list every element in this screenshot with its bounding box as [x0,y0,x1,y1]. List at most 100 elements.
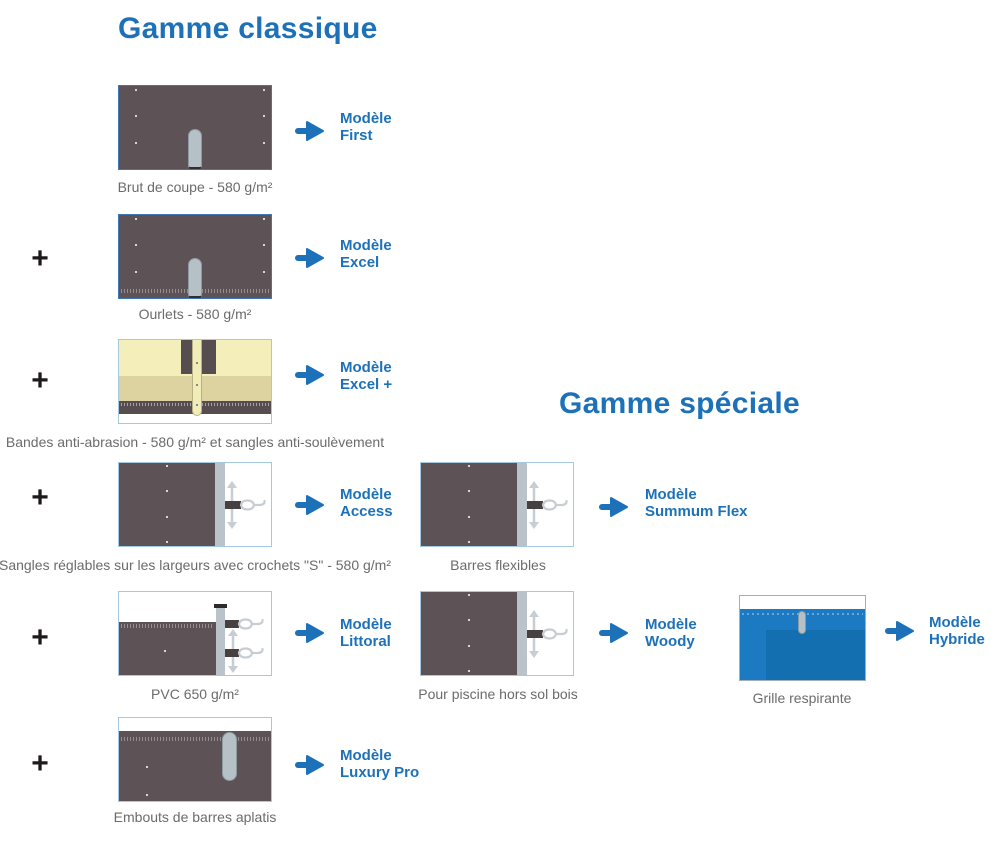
strap-rivet [196,384,198,386]
model-label-line1: Modèle [340,486,392,503]
illustration-sangles-crochets [118,462,272,547]
arrow-right-icon [295,623,324,643]
model-label-line1: Modèle [340,359,392,376]
model-label-line1: Modèle [645,616,697,633]
strap-rivet [196,362,198,364]
model-label-line2: First [340,127,373,144]
fabric-dot [468,619,470,621]
fabric-dot [166,516,168,518]
fabric [119,731,271,801]
fabric [119,463,215,546]
fabric-dot [166,541,168,543]
model-label-line2: Excel [340,254,380,271]
model-label: Modèle Excel + [340,359,392,393]
model-label-line2: Luxury Pro [340,764,420,781]
fabric-dot [135,115,137,117]
s-hook-icon [237,647,264,659]
fabric-dot [468,516,470,518]
caption: Pour piscine hors sol bois [418,686,578,702]
fabric-dot [468,594,470,596]
caption: PVC 650 g/m² [151,686,239,702]
fabric-dot [146,794,148,796]
caption: Brut de coupe - 580 g/m² [117,179,273,195]
fabric-dot [263,218,265,220]
arrow-right-icon [295,248,324,268]
model-label-line2: Hybride [929,631,985,648]
classic-range-title: Gamme classique [118,12,378,45]
strap [225,649,239,657]
fabric [421,592,517,675]
illustration-brut-de-coupe [118,85,272,170]
caption: Grille respirante [752,690,852,706]
fabric-dot [263,115,265,117]
fabric-dot [263,142,265,144]
strap [527,501,543,509]
strap [527,630,543,638]
fabric-dot [146,766,148,768]
model-label: Modèle First [340,110,392,144]
model-label-line1: Modèle [340,110,392,127]
breathable-grid-panel [766,630,865,680]
fabric-dot [166,490,168,492]
plus-sign: + [31,621,49,654]
illustration-grille-respirante [739,595,866,681]
illustration-hors-sol-bois [420,591,574,676]
model-label-line1: Modèle [340,616,392,633]
model-label-line2: Access [340,503,393,520]
fabric-dot [468,541,470,543]
caption: Ourlets - 580 g/m² [138,306,252,322]
illustration-pvc [118,591,272,676]
anti-lift-bar [202,340,216,374]
arrow-right-icon [599,497,628,517]
model-label: Modèle Summum Flex [645,486,748,520]
plus-sign: + [31,242,49,275]
fabric-dot [135,244,137,246]
model-label-line1: Modèle [645,486,697,503]
caption: Bandes anti-abrasion - 580 g/m² et sangl… [5,434,385,450]
rail-bar [215,463,225,546]
strap-tab [188,258,202,298]
model-label: Modèle Luxury Pro [340,747,419,781]
s-hook-icon [541,499,568,511]
fabric-dot [135,89,137,91]
caption: Sangles réglables sur les largeurs avec … [0,557,391,573]
fabric-dot [468,670,470,672]
fabric-dot [135,142,137,144]
fabric [119,622,216,675]
flat-bar-end [222,732,237,781]
caption: Embouts de barres aplatis [113,809,277,825]
model-label-line1: Modèle [929,614,981,631]
model-label: Modèle Excel [340,237,392,271]
fabric-dot [135,218,137,220]
illustration-bandes-anti-abrasion [118,339,272,424]
model-label-line2: Summum Flex [645,503,748,520]
model-label: Modèle Access [340,486,393,520]
arrow-right-icon [295,121,324,141]
rail-bar [216,608,225,675]
model-label-line2: Excel + [340,376,393,393]
fabric-dot [263,89,265,91]
model-label-line1: Modèle [340,747,392,764]
s-hook-icon [541,628,568,640]
bar-cap [214,604,227,608]
arrow-right-icon [599,623,628,643]
hem-stitch-line [121,737,269,741]
fabric [421,463,517,546]
arrow-right-icon [885,621,914,641]
plus-sign: + [31,747,49,780]
s-hook-icon [239,499,266,511]
illustration-barres-flexibles [420,462,574,547]
model-label-line2: Woody [645,633,695,650]
hem-stitch-line [121,624,214,628]
fabric-dot [166,465,168,467]
fabric-dot [135,271,137,273]
illustration-embouts [118,717,272,802]
model-label: Modèle Hybride [929,614,985,648]
anti-lift-strap [192,340,202,416]
fabric-dot [263,244,265,246]
model-label-line1: Modèle [340,237,392,254]
strap [225,501,241,509]
fabric-dot [468,645,470,647]
rail-bar [517,592,527,675]
